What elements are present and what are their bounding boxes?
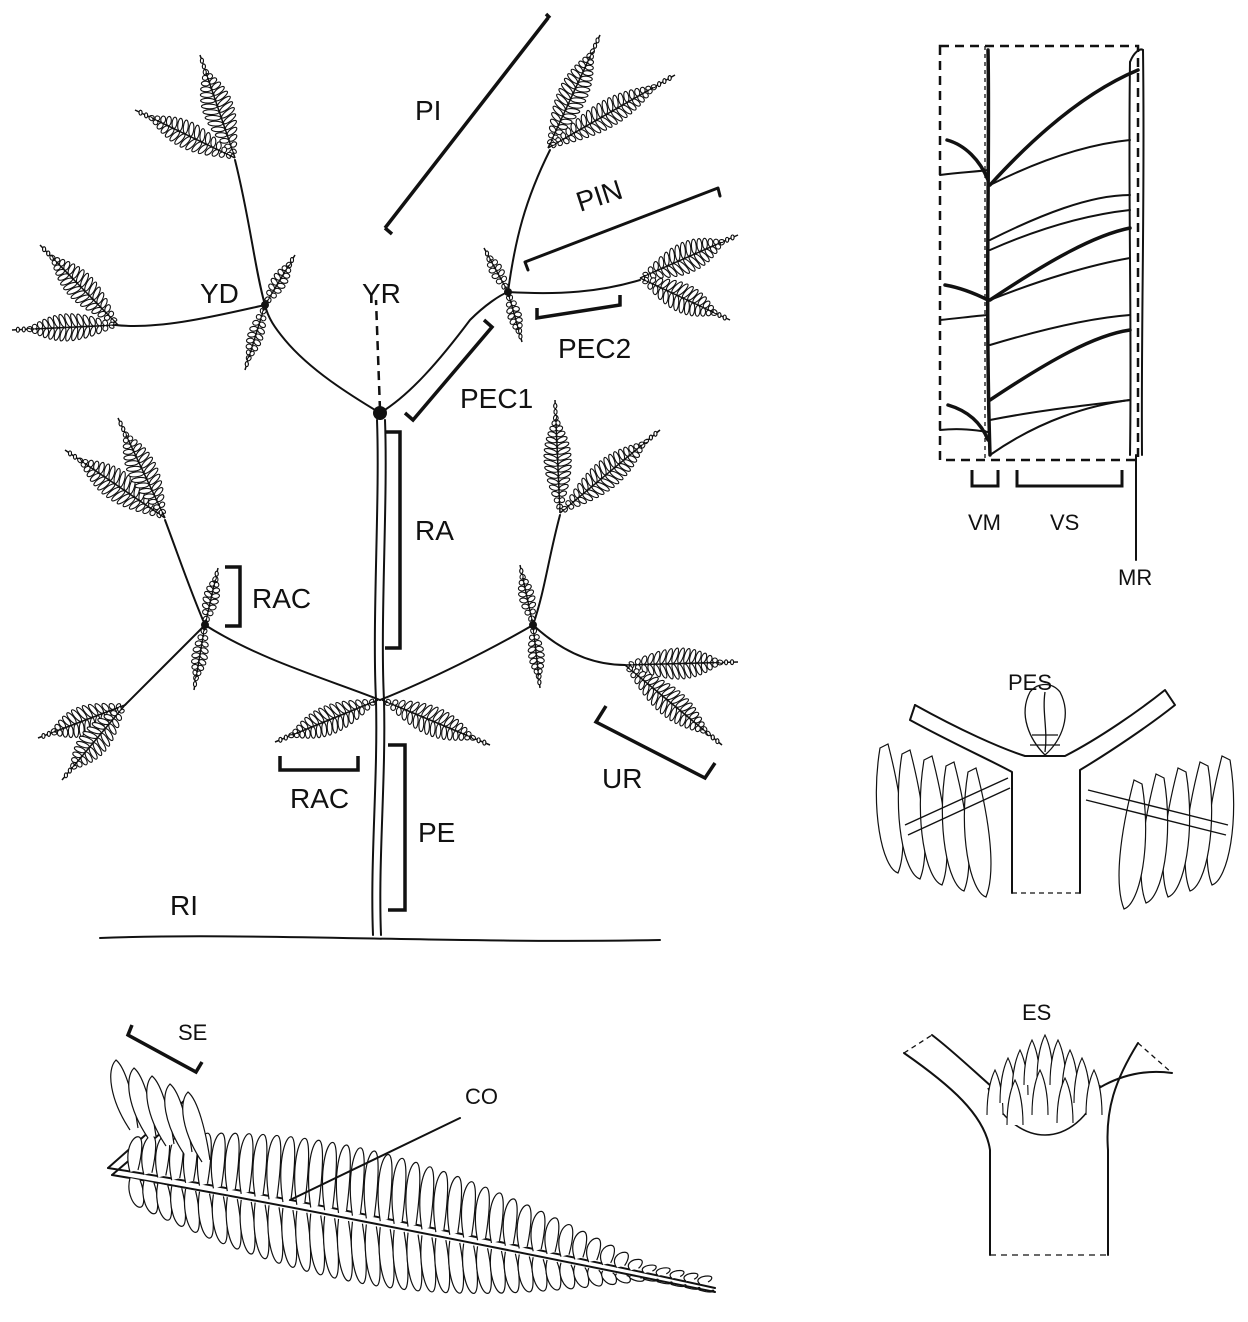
pinna [40,245,118,325]
pinna [518,565,536,625]
main-stem [372,420,377,935]
label-ur: UR [602,763,642,794]
label-yr: YR [362,278,401,309]
vs-bracket [1017,470,1122,486]
label-pec2: PEC2 [558,333,631,364]
pinna [201,568,219,625]
pinna [275,698,378,742]
pe-bracket [388,745,405,910]
pinna-detail-panel: SE CO [108,1020,715,1293]
pinna [382,699,490,746]
pinna [484,248,509,292]
label-pes: PES [1008,670,1052,695]
label-pin: PIN [572,174,626,218]
pes-right-leaflets [1086,756,1234,909]
pi-measure-line [385,14,550,234]
label-rac-lower: RAC [290,783,349,814]
label-ra: RA [415,515,454,546]
label-pe: PE [418,817,455,848]
label-vm: VM [968,510,1001,535]
pinna [640,235,738,280]
pec2-bracket [537,295,620,318]
label-pi: PI [415,95,441,126]
venation-dashed-box [940,46,1138,460]
es-bud [987,1035,1102,1135]
pinna [527,625,544,688]
pes-left-leaflets [876,744,1010,897]
label-es: ES [1022,1000,1051,1025]
pinna [505,292,522,342]
yr-dashed-line [376,300,380,410]
pinna-leaflets [111,1060,714,1293]
label-se: SE [178,1020,207,1045]
pinna [543,400,572,513]
ground-line [100,936,660,941]
rac-upper-bracket [225,567,240,626]
pinna [245,305,267,370]
label-co: CO [465,1084,498,1109]
pinna [191,625,209,690]
pinna [560,430,660,513]
main-plant-drawing: PI PIN YD YR PEC2 PEC1 RA RAC UR RAC PE … [12,14,738,941]
label-vs: VS [1050,510,1079,535]
label-ri: RI [170,890,198,921]
venation-panel: VM VS MR [940,46,1152,590]
pinna [640,276,730,320]
rac-lower-bracket [280,756,358,770]
label-pec1: PEC1 [460,383,533,414]
label-rac-upper: RAC [252,583,311,614]
pinna [264,255,295,305]
label-yd: YD [200,278,239,309]
es-panel: ES [904,1000,1172,1255]
ra-bracket [385,432,400,648]
label-mr: MR [1118,565,1152,590]
vm-bracket [972,470,998,486]
pes-panel: PES [876,670,1233,909]
